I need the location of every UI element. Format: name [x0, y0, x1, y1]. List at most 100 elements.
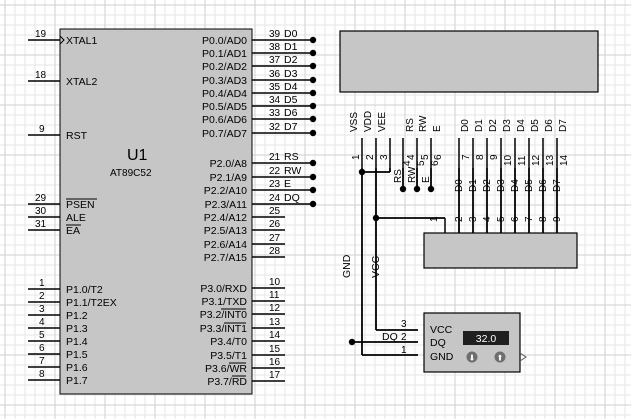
mcu-pin-name: P3.0/RXD [200, 283, 247, 295]
mcu-pin-name: P0.3/AD3 [202, 75, 247, 87]
arrow-up-icon: ⬆ [497, 354, 504, 363]
net-terminal-dot [309, 102, 317, 110]
net-terminal-dot [309, 62, 317, 70]
mcu-pin-name: P2.4/A12 [204, 212, 247, 224]
mcu-pin-number: 14 [269, 330, 281, 341]
rpack-pin-number: 5 [496, 216, 507, 222]
mcu-pin-name: P2.3/A11 [205, 199, 248, 211]
net-label: D0 [284, 28, 298, 40]
mcu-pin-name: P1.2 [66, 310, 88, 322]
mcu-pin-number: 19 [35, 29, 47, 40]
mcu-pin-number: 17 [269, 370, 281, 381]
mcu-pin-name: P2.2/A10 [204, 185, 247, 197]
mcu-ref: U1 [127, 147, 148, 164]
net-terminal-dot [309, 36, 317, 44]
net-pin-number: 4 [402, 160, 413, 166]
mcu-pin-name: P2.5/A13 [204, 225, 247, 237]
lcd-pin-number: 10 [503, 154, 514, 166]
mcu-pin-number: 33 [269, 108, 281, 119]
lcd-pin-name: VDD [363, 111, 374, 132]
net-label: RS [393, 169, 404, 183]
lcd-pin-name: D1 [474, 119, 485, 132]
lcd-pin-number: 3 [379, 154, 390, 160]
mcu-pin-name: P3.4/T0 [210, 336, 247, 348]
net-label: E [421, 176, 432, 183]
mcu-pin-number: 31 [35, 219, 47, 230]
temperature-sensor[interactable]: 3 2 1 VCC DQ GND 32.0 ⬇ ⬆ [401, 312, 527, 373]
lcd-display[interactable]: VSS VDD VEE RS RW E D0 D1 D2 D3 D4 D5 D6… [339, 30, 599, 168]
net-label: D7 [284, 121, 298, 133]
lcd-pin-number: 13 [545, 154, 556, 166]
mcu-pin-number: 11 [269, 290, 280, 301]
net-label: D4 [284, 81, 298, 93]
net-label: D1 [284, 41, 298, 53]
net-label: D5 [284, 94, 298, 106]
lcd-body [339, 30, 599, 93]
lcd-pin-name: RS [405, 118, 416, 132]
net-label: D5 [524, 179, 535, 192]
rpack-pin-number: 9 [552, 216, 563, 222]
mcu-pin-number: 15 [269, 344, 281, 355]
mcu-pin-number: 28 [269, 246, 281, 257]
temperature-reading: 32.0 [476, 333, 497, 345]
net-label: DQ [284, 192, 300, 204]
mcu-pin-name: P2.7/A15 [204, 252, 247, 264]
mcu-pin-name: P1.7 [66, 375, 88, 387]
mcu-pin-number: 27 [269, 233, 281, 244]
mcu-pin-name: PSEN [66, 199, 95, 211]
net-terminal-dot [309, 200, 317, 208]
lcd-data-nets: D0 D1 D2 D3 D4 D5 D6 D7 [454, 168, 563, 233]
mcu-pin-name: P0.4/AD4 [202, 88, 247, 100]
mcu-pin-number: 37 [269, 55, 281, 66]
mcu-pin-number: 24 [269, 193, 281, 204]
lcd-pin-number: 9 [489, 154, 500, 160]
net-terminal-dot [309, 129, 317, 137]
mcu-pin-number: 4 [39, 317, 45, 328]
mcu-pin-number: 1 [39, 278, 45, 289]
net-label: RW [284, 165, 301, 177]
mcu-pin-name: P1.5 [66, 349, 88, 361]
net-terminal-dot [309, 76, 317, 84]
net-label: RS [284, 151, 299, 163]
mcu-pin-number: 9 [39, 124, 45, 135]
sensor-pin-name: GND [430, 351, 454, 363]
lcd-control-nets: RS RW E 4 5 6 [393, 160, 441, 193]
lcd-pin-name: D2 [488, 119, 499, 132]
mcu-pin-number: 38 [269, 42, 281, 53]
net-label-dq: DQ [382, 331, 398, 343]
lcd-pin-number: 8 [475, 154, 486, 160]
mcu-u1[interactable]: U1 AT89C52 19 18 9 29 30 31 1 2 3 4 5 6 … [28, 28, 317, 395]
net-label-vcc: VCC [370, 255, 382, 278]
mcu-pin-number: 30 [35, 206, 47, 217]
net-terminal-dot [309, 173, 317, 181]
mcu-pin-number: 36 [269, 69, 281, 80]
junction-dot [358, 168, 366, 176]
net-terminal-dot [309, 89, 317, 97]
net-label: RW [407, 166, 418, 183]
lcd-pin-name: D5 [530, 119, 541, 132]
mcu-pin-number: 5 [39, 330, 45, 341]
mcu-pin-name: XTAL1 [66, 35, 97, 47]
net-label: D3 [284, 68, 298, 80]
mcu-pin-number: 3 [39, 304, 45, 315]
increase-temp-button[interactable] [494, 351, 506, 363]
temperature-display [463, 331, 509, 345]
mcu-pin-name: P2.0/A8 [210, 158, 248, 170]
rpack-pin-number: 1 [429, 216, 440, 222]
mcu-pin-number: 34 [269, 95, 281, 106]
lcd-pin-number: 14 [559, 154, 570, 166]
lcd-pin-number: 5 [420, 154, 431, 160]
decrease-temp-button[interactable] [466, 351, 478, 363]
mcu-pin-name: P1.1/T2EX [66, 297, 117, 309]
mcu-pin-name: P3.1/TXD [201, 296, 247, 308]
lcd-pin-name: D6 [544, 119, 555, 132]
mcu-pin-name: P3.5/T1 [210, 350, 247, 362]
mcu-pin-number: 23 [269, 179, 281, 190]
resistor-pack[interactable]: 1 2 3 4 5 6 7 8 9 [423, 216, 578, 269]
net-label: D7 [552, 179, 563, 192]
mcu-pin-name: P0.7/AD7 [202, 128, 247, 140]
mcu-pin-name: RST [66, 130, 88, 142]
net-label: E [284, 178, 291, 190]
